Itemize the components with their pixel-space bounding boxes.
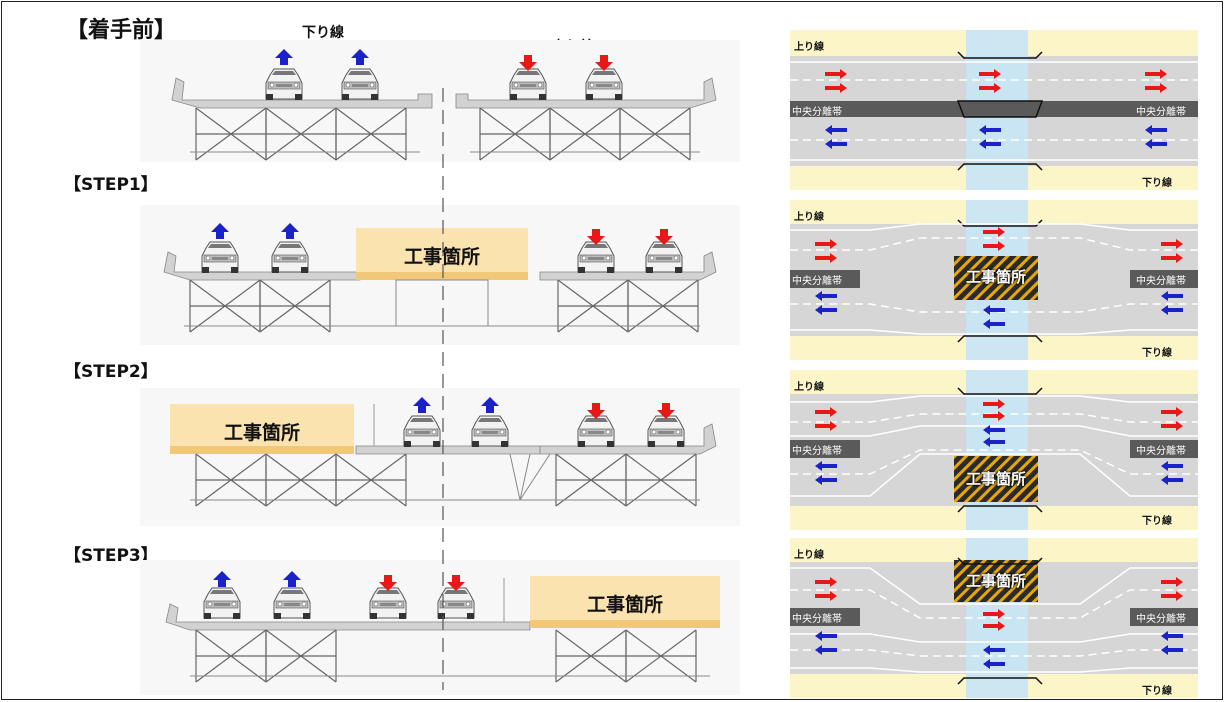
direction-label-down: 下り線 bbox=[302, 25, 344, 41]
plan-label-down: 下り線 bbox=[1142, 686, 1172, 697]
step-label-step1: 【STEP1】 bbox=[64, 175, 158, 195]
plan-median-right: 中央分離帯 bbox=[1136, 107, 1186, 118]
section-step3 bbox=[140, 560, 740, 695]
plan-median-left: 中央分離帯 bbox=[792, 614, 842, 625]
work-area-label-step3: 工事箇所 bbox=[586, 594, 663, 616]
plan-before: 上り線 下り線 中央分離帯 中央分離帯 bbox=[790, 30, 1198, 190]
plan-work-area-label: 工事箇所 bbox=[965, 268, 1026, 286]
plan-label-down: 下り線 bbox=[1142, 178, 1172, 189]
plan-label-up: 上り線 bbox=[794, 212, 824, 223]
plan-median-right: 中央分離帯 bbox=[1136, 446, 1186, 457]
section-step2 bbox=[140, 388, 740, 526]
plan-label-down: 下り線 bbox=[1142, 348, 1172, 359]
work-area-label-step2: 工事箇所 bbox=[223, 422, 300, 444]
step-label-step3: 【STEP3】 bbox=[64, 546, 158, 566]
plan-label-up: 上り線 bbox=[794, 550, 824, 561]
plan-label-up: 上り線 bbox=[794, 42, 824, 53]
step-label-step2: 【STEP2】 bbox=[64, 362, 158, 382]
work-area-label-step1: 工事箇所 bbox=[403, 246, 480, 268]
section-step1 bbox=[140, 205, 740, 345]
section-before bbox=[140, 40, 740, 162]
step-label-before: 【着手前】 bbox=[66, 18, 177, 43]
plan-median-right: 中央分離帯 bbox=[1136, 614, 1186, 625]
plan-step1: 上り線 下り線 中央分離帯 中央分離帯 工事箇所 bbox=[790, 200, 1198, 360]
plan-work-area-label: 工事箇所 bbox=[965, 470, 1026, 488]
plan-median-left: 中央分離帯 bbox=[792, 107, 842, 118]
plan-label-down: 下り線 bbox=[1142, 516, 1172, 527]
plan-median-left: 中央分離帯 bbox=[792, 276, 842, 287]
plan-label-up: 上り線 bbox=[794, 382, 824, 393]
plan-step2: 上り線 下り線 中央分離帯 中央分離帯 工事箇所 bbox=[790, 370, 1198, 530]
plan-median-left: 中央分離帯 bbox=[792, 446, 842, 457]
plan-work-area-label: 工事箇所 bbox=[965, 572, 1026, 590]
plan-median-right: 中央分離帯 bbox=[1136, 276, 1186, 287]
plan-step3: 上り線 下り線 中央分離帯 中央分離帯 工事箇所 bbox=[790, 538, 1198, 698]
cross-section-drawing bbox=[140, 40, 740, 695]
